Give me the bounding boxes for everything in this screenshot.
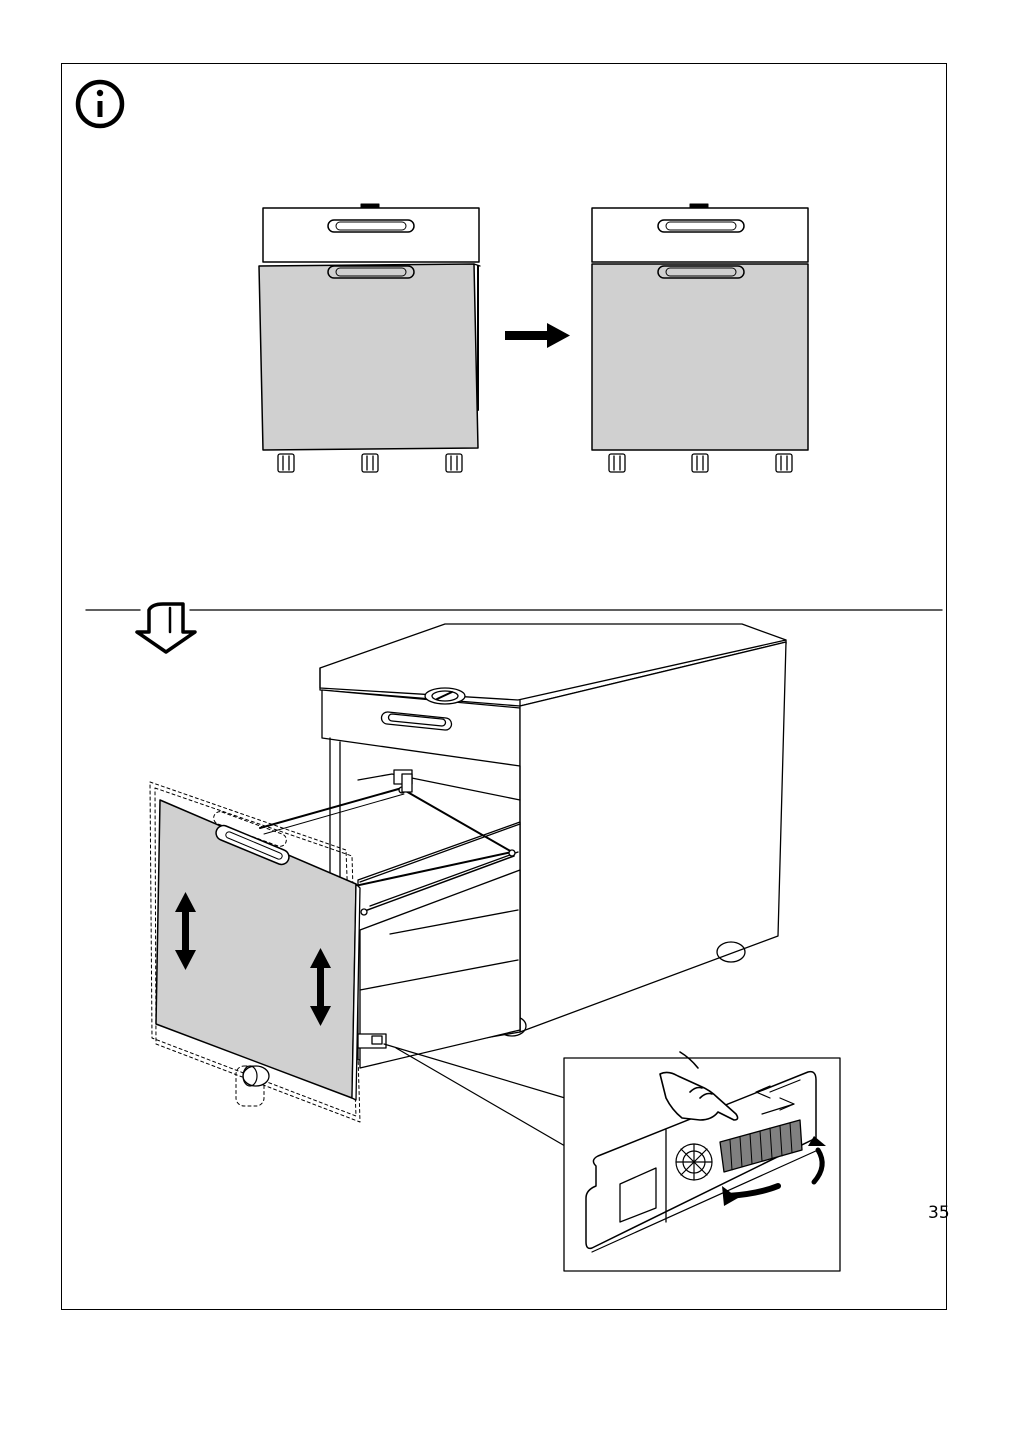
cabinet-after bbox=[591, 203, 809, 473]
panel-ghost-outline bbox=[149, 781, 361, 1123]
cabinet-body bbox=[319, 623, 787, 1061]
page-number: 35 bbox=[928, 1203, 950, 1223]
instruction-frame bbox=[61, 63, 947, 1310]
pressing-hand-icon bbox=[659, 1051, 739, 1121]
drawer-front-panel bbox=[155, 799, 361, 1101]
up-down-arrow-icon bbox=[310, 948, 331, 1026]
info-circle-icon bbox=[75, 79, 125, 129]
cabinet-before bbox=[258, 203, 481, 473]
callout-leader bbox=[383, 1043, 566, 1147]
detail-inset bbox=[563, 1051, 841, 1272]
adjustment-wheel-icon bbox=[675, 1143, 713, 1181]
hollow-down-arrow-icon bbox=[135, 602, 197, 654]
solid-right-arrow-icon bbox=[505, 323, 570, 348]
up-down-arrow-icon bbox=[175, 892, 196, 970]
